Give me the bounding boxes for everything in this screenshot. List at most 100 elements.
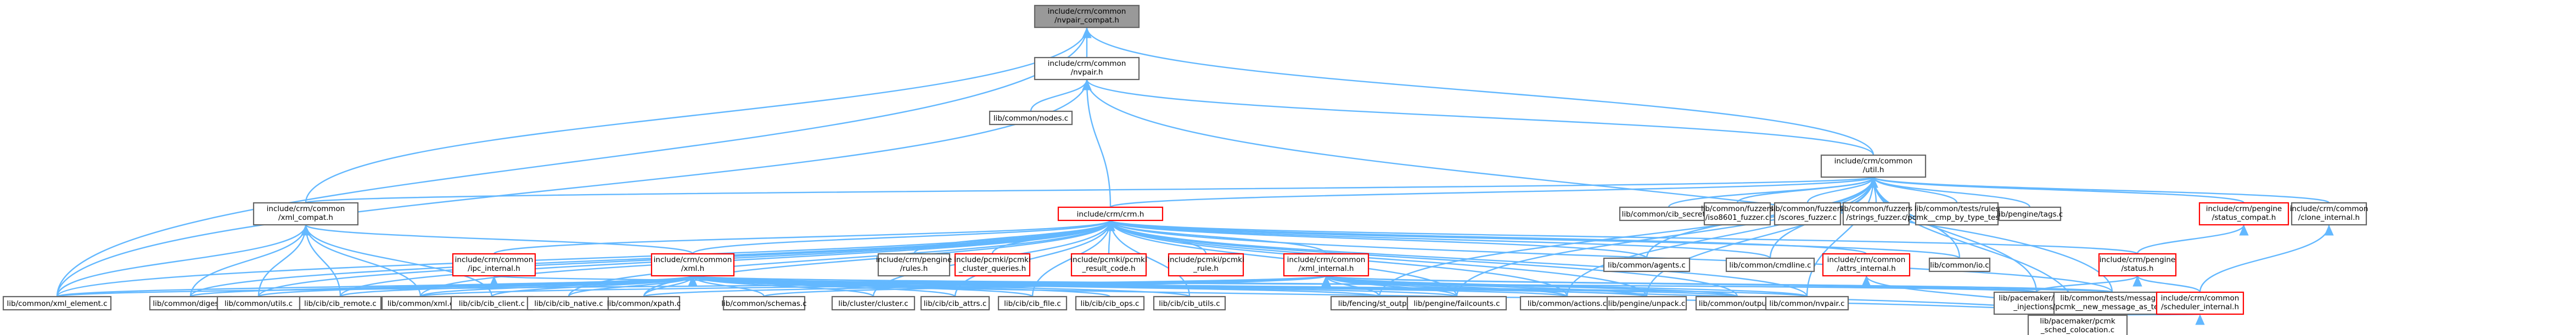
graph-node[interactable]: lib/cib/cib_native.c: [526, 296, 611, 311]
graph-node[interactable]: include/crm/common/scheduler_internal.h: [2156, 291, 2244, 315]
graph-node[interactable]: lib/common/output.c: [1695, 296, 1780, 311]
dependency-edge: [1869, 176, 2330, 204]
node-box: [1283, 253, 1370, 277]
node-label: lib/common/output.c: [1699, 299, 1776, 308]
graph-node[interactable]: include/crm/pengine/status.h: [2098, 253, 2177, 277]
dependency-edge: [419, 220, 1115, 297]
graph-node[interactable]: lib/common/utils.c: [216, 296, 301, 311]
node-label: lib/fencing/st_output.c: [1338, 299, 1421, 308]
graph-node[interactable]: lib/cib/cib_remote.c: [299, 296, 382, 311]
graph-node[interactable]: lib/common/actions.c: [1519, 296, 1615, 311]
dependency-edge: [688, 275, 2079, 316]
graph-node[interactable]: lib/cib/cib_attrs.c: [920, 296, 990, 311]
node-box: [299, 296, 382, 311]
graph-node[interactable]: include/crm/crm.h: [1057, 206, 1164, 222]
dependency-edge: [1806, 177, 1878, 297]
graph-node[interactable]: include/crm/common/ipc_internal.h: [452, 253, 536, 277]
graph-node[interactable]: lib/cib/cib_utils.c: [1153, 296, 1226, 311]
graph-node[interactable]: lib/common/cmdline.c: [1725, 257, 1815, 272]
graph-node[interactable]: lib/common/tests/rules/pcmk__cmp_by_type…: [1905, 202, 2009, 226]
graph-node[interactable]: lib/common/fuzzers/scores_fuzzer.c: [1771, 202, 1844, 226]
graph-node[interactable]: lib/common/tests/messages/pcmk__new_mess…: [2053, 291, 2172, 315]
dependency-edge: [305, 176, 1877, 204]
node-label: lib/cib/cib_native.c: [534, 299, 603, 308]
graph-node[interactable]: lib/cluster/cluster.c: [831, 296, 916, 311]
graph-node[interactable]: lib/cib/cib_client.c: [450, 296, 534, 311]
node-box: [1168, 253, 1244, 277]
node-box: [1406, 296, 1507, 311]
node-label: _rule.h: [1193, 264, 1219, 273]
dependency-edge: [189, 224, 311, 297]
node-label: /pcmk__cmp_by_type_test.c: [1905, 213, 2009, 222]
graph-node[interactable]: include/pcmki/pcmki_cluster_queries.h: [954, 253, 1031, 277]
node-label: /xml.h: [681, 264, 704, 273]
node-box: [1774, 202, 1842, 226]
node-box: [2098, 253, 2177, 277]
dependency-edge: [688, 275, 874, 298]
node-label: lib/pengine/tags.c: [1997, 210, 2063, 219]
node-label: lib/cib/cib_client.c: [459, 299, 525, 308]
node-label: lib/common/tests/rules: [1915, 205, 2000, 213]
graph-node[interactable]: lib/cib/cib_file.c: [997, 296, 1068, 311]
graph-node[interactable]: lib/pengine/failcounts.c: [1406, 296, 1507, 311]
node-box: [1842, 202, 1910, 226]
node-label: include/pcmki/pcmki: [954, 255, 1030, 264]
graph-node[interactable]: include/pcmki/pcmki_rule.h: [1168, 253, 1244, 277]
graph-node[interactable]: include/crm/common/util.h: [1820, 154, 1927, 178]
node-label: lib/cib/cib_utils.c: [1159, 299, 1220, 308]
node-label: lib/pengine/failcounts.c: [1413, 299, 1500, 308]
node-box: [216, 296, 301, 311]
graph-node[interactable]: lib/pengine/unpack.c: [1606, 296, 1687, 311]
graph-node[interactable]: lib/common/xml.c: [381, 296, 460, 311]
node-label: /nvpair.h: [1071, 68, 1103, 77]
graph-node[interactable]: include/crm/common/attrs_internal.h: [1822, 253, 1911, 277]
graph-node[interactable]: lib/pengine/tags.c: [1997, 206, 2063, 222]
dependency-edge: [1082, 79, 1112, 208]
dependency-edge: [1109, 176, 1878, 208]
node-label: lib/common/fuzzers: [1701, 205, 1774, 213]
graph-node[interactable]: lib/common/nvpair.c: [1765, 296, 1849, 311]
node-box: [1998, 206, 2062, 222]
node-box: [607, 296, 681, 311]
graph-node[interactable]: include/crm/common/nvpair.h: [1034, 56, 1140, 81]
node-box: [450, 296, 534, 311]
node-box: [989, 110, 1073, 126]
node-box: [452, 253, 536, 277]
node-box: [2198, 202, 2289, 226]
graph-node[interactable]: include/crm/common/clone_internal.h: [2290, 202, 2369, 226]
node-label: lib/common/agents.c: [1608, 261, 1686, 270]
graph-node[interactable]: lib/cib/cib_ops.c: [1075, 296, 1145, 311]
dependency-edge: [491, 275, 2113, 293]
graph-node[interactable]: include/crm/common/xml_compat.h: [252, 202, 359, 226]
graph-node[interactable]: lib/common/fuzzers/iso8601_fuzzer.c: [1701, 202, 1774, 226]
node-box: [831, 296, 916, 311]
dependency-edge: [56, 224, 311, 297]
node-label: include/crm/crm.h: [1077, 210, 1144, 219]
graph-node[interactable]: lib/pacemaker/pcmk_sched_colocation.c: [2027, 314, 2128, 335]
dependency-edge: [2132, 275, 2201, 293]
graph-node[interactable]: include/crm/common/xml_internal.h: [1283, 253, 1370, 277]
graph-node[interactable]: include/pcmki/pcmki_result_code.h: [1070, 253, 1147, 277]
node-box: [877, 253, 951, 277]
graph-node[interactable]: include/crm/pengine/status_compat.h: [2198, 202, 2289, 226]
dependency-edge: [1868, 177, 2031, 208]
graph-node[interactable]: lib/common/fuzzers/strings_fuzzer.c: [1840, 202, 1912, 226]
graph-node[interactable]: lib/common/io.c: [1928, 257, 1991, 272]
node-box: [1057, 206, 1164, 222]
graph-node[interactable]: include/crm/common/nvpair_compat.h: [1034, 4, 1140, 29]
graph-node[interactable]: lib/common/agents.c: [1603, 257, 1691, 272]
node-label: /util.h: [1863, 166, 1884, 174]
graph-node[interactable]: lib/common/xml_element.c: [2, 296, 112, 311]
node-label: include/crm/common: [2161, 294, 2240, 303]
graph-node[interactable]: include/crm/common/xml.h: [650, 253, 735, 277]
node-box: [1153, 296, 1226, 311]
node-label: lib/common/cmdline.c: [1729, 261, 1811, 270]
dependency-edge: [301, 224, 341, 297]
graph-node[interactable]: include/crm/pengine/rules.h: [876, 253, 952, 277]
node-box: [1070, 253, 1147, 277]
graph-node[interactable]: lib/common/xpath.c: [607, 296, 681, 311]
graph-node[interactable]: lib/common/schemas.c: [721, 296, 807, 311]
node-label: lib/common/io.c: [1930, 261, 1989, 270]
graph-node[interactable]: lib/common/nodes.c: [989, 110, 1073, 126]
dependency-edge: [1646, 177, 1878, 297]
